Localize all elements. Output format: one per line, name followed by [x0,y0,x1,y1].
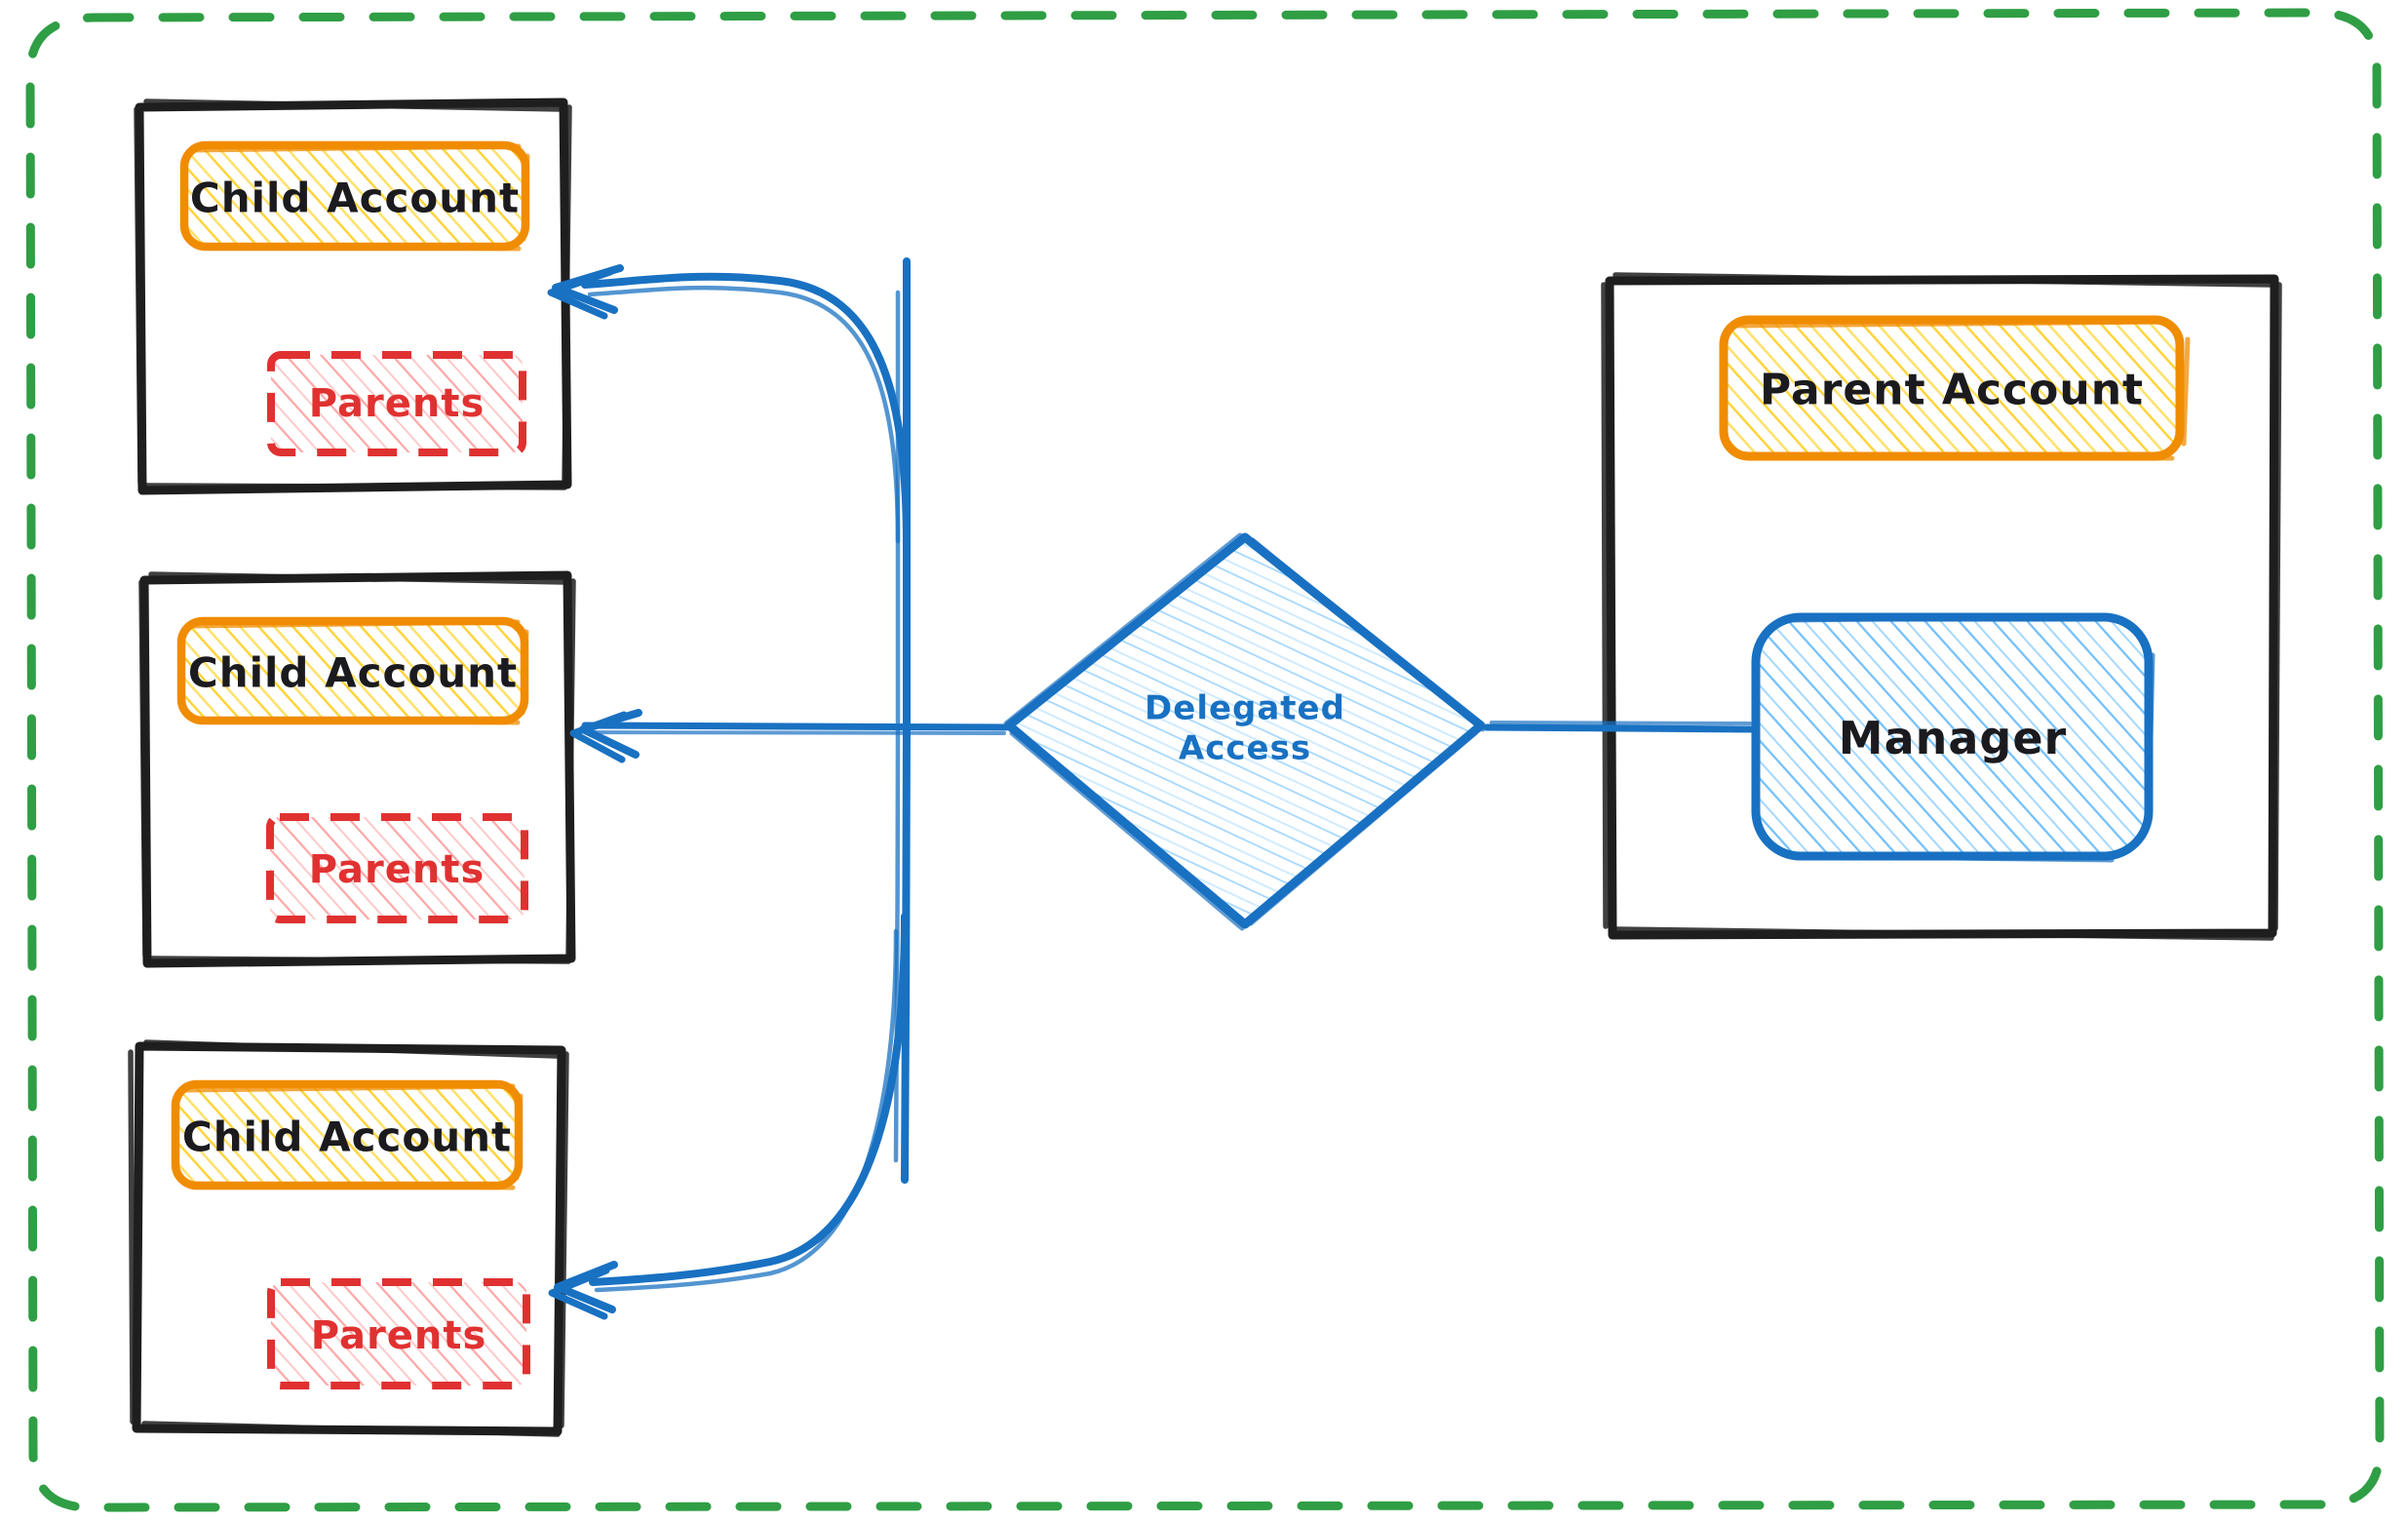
child-account-box-3[interactable] [171,1079,524,1191]
parents-box-3[interactable] [267,1278,530,1389]
connector-manager-to-diamond [1483,721,1759,733]
parents-box-2[interactable] [266,813,528,923]
connector-to-child-3 [548,913,909,1320]
parent-account-box[interactable] [1719,315,2191,461]
manager-box[interactable] [1751,612,2156,863]
delegated-access-diamond[interactable] [1003,532,1486,931]
parents-box-1[interactable] [267,351,526,456]
connector-to-child-1 [547,264,911,550]
connector-to-child-2 [569,709,1010,763]
child-account-box-2[interactable] [176,616,529,725]
outer-boundary [25,8,2385,1512]
child-account-box-1[interactable] [179,140,530,252]
